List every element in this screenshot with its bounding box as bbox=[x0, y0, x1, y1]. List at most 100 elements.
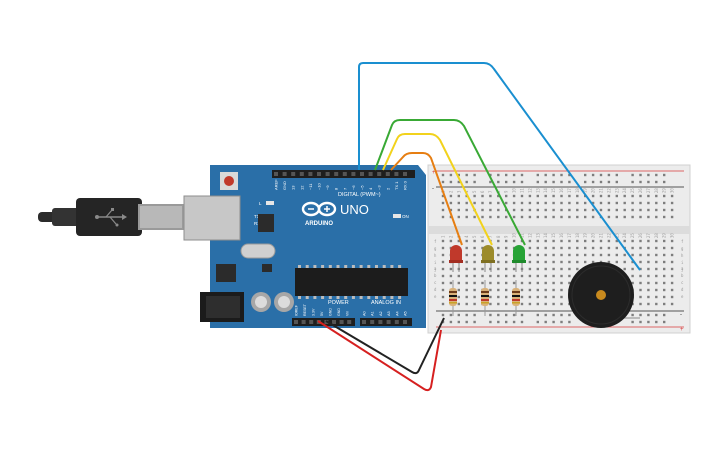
breadboard-hole[interactable] bbox=[441, 274, 445, 278]
breadboard-hole[interactable] bbox=[655, 194, 658, 198]
breadboard-hole[interactable] bbox=[647, 281, 650, 285]
breadboard-hole[interactable] bbox=[465, 253, 468, 257]
breadboard-hole[interactable] bbox=[655, 267, 658, 271]
breadboard-hole[interactable] bbox=[599, 239, 603, 243]
breadboard-hole[interactable] bbox=[544, 267, 547, 271]
breadboard-hole[interactable] bbox=[489, 215, 492, 219]
breadboard-hole[interactable] bbox=[560, 281, 563, 285]
breadboard-hole[interactable] bbox=[489, 295, 492, 299]
breadboard-hole[interactable] bbox=[670, 274, 674, 278]
rail-hole[interactable] bbox=[544, 313, 547, 317]
breadboard-hole[interactable] bbox=[670, 267, 674, 271]
breadboard-hole[interactable] bbox=[457, 194, 460, 198]
breadboard-hole[interactable] bbox=[615, 246, 618, 250]
breadboard-hole[interactable] bbox=[473, 288, 476, 292]
breadboard-hole[interactable] bbox=[489, 274, 492, 278]
breadboard-hole[interactable] bbox=[552, 267, 555, 271]
rail-hole[interactable] bbox=[663, 320, 666, 324]
rail-hole[interactable] bbox=[655, 320, 658, 324]
breadboard-hole[interactable] bbox=[441, 239, 445, 243]
breadboard-hole[interactable] bbox=[663, 295, 666, 299]
rail-hole[interactable] bbox=[663, 173, 666, 177]
breadboard-hole[interactable] bbox=[473, 260, 476, 264]
rail-hole[interactable] bbox=[568, 313, 571, 317]
breadboard-hole[interactable] bbox=[560, 302, 563, 306]
rail-hole[interactable] bbox=[584, 173, 587, 177]
breadboard-hole[interactable] bbox=[449, 194, 453, 198]
breadboard-hole[interactable] bbox=[670, 288, 674, 292]
breadboard-hole[interactable] bbox=[457, 274, 460, 278]
power-pin-hole[interactable] bbox=[301, 320, 306, 324]
breadboard-hole[interactable] bbox=[670, 295, 674, 299]
breadboard-hole[interactable] bbox=[489, 281, 492, 285]
rail-hole[interactable] bbox=[544, 320, 547, 324]
rail-hole[interactable] bbox=[544, 180, 547, 184]
breadboard-hole[interactable] bbox=[441, 194, 445, 198]
breadboard-hole[interactable] bbox=[560, 295, 563, 299]
breadboard-hole[interactable] bbox=[505, 267, 508, 271]
breadboard-hole[interactable] bbox=[544, 194, 547, 198]
rail-hole[interactable] bbox=[647, 180, 650, 184]
breadboard-hole[interactable] bbox=[560, 253, 563, 257]
breadboard-hole[interactable] bbox=[552, 246, 555, 250]
breadboard-hole[interactable] bbox=[670, 208, 674, 212]
breadboard-hole[interactable] bbox=[552, 260, 555, 264]
breadboard-hole[interactable] bbox=[552, 215, 555, 219]
breadboard-hole[interactable] bbox=[505, 215, 508, 219]
breadboard-hole[interactable] bbox=[528, 260, 532, 264]
breadboard-hole[interactable] bbox=[639, 194, 642, 198]
rail-hole[interactable] bbox=[639, 180, 642, 184]
breadboard-hole[interactable] bbox=[457, 239, 460, 243]
rail-hole[interactable] bbox=[465, 180, 468, 184]
breadboard-hole[interactable] bbox=[655, 295, 658, 299]
digital-pin-hole[interactable] bbox=[385, 172, 390, 176]
breadboard-hole[interactable] bbox=[528, 288, 532, 292]
breadboard-hole[interactable] bbox=[512, 274, 516, 278]
power-pin-hole[interactable] bbox=[347, 320, 352, 324]
breadboard-hole[interactable] bbox=[576, 194, 579, 198]
digital-pin-hole[interactable] bbox=[334, 172, 339, 176]
breadboard-hole[interactable] bbox=[449, 201, 453, 205]
breadboard-hole[interactable] bbox=[520, 208, 524, 212]
breadboard-hole[interactable] bbox=[536, 288, 539, 292]
breadboard-hole[interactable] bbox=[473, 281, 476, 285]
power-pin-hole[interactable] bbox=[294, 320, 298, 324]
breadboard-hole[interactable] bbox=[465, 246, 468, 250]
breadboard-hole[interactable] bbox=[481, 194, 484, 198]
breadboard-hole[interactable] bbox=[544, 215, 547, 219]
rail-hole[interactable] bbox=[489, 173, 492, 177]
breadboard-hole[interactable] bbox=[670, 281, 674, 285]
breadboard-hole[interactable] bbox=[497, 253, 500, 257]
breadboard-hole[interactable] bbox=[607, 215, 611, 219]
breadboard-hole[interactable] bbox=[544, 246, 547, 250]
breadboard-hole[interactable] bbox=[497, 194, 500, 198]
breadboard-hole[interactable] bbox=[607, 260, 611, 264]
breadboard-hole[interactable] bbox=[552, 208, 555, 212]
breadboard-hole[interactable] bbox=[473, 239, 476, 243]
rail-hole[interactable] bbox=[489, 180, 492, 184]
rail-hole[interactable] bbox=[497, 180, 500, 184]
breadboard-hole[interactable] bbox=[591, 208, 595, 212]
breadboard-hole[interactable] bbox=[536, 302, 539, 306]
power-pin-hole[interactable] bbox=[332, 320, 336, 324]
rail-hole[interactable] bbox=[520, 320, 524, 324]
breadboard-hole[interactable] bbox=[536, 260, 539, 264]
rail-hole[interactable] bbox=[647, 173, 650, 177]
breadboard-hole[interactable] bbox=[528, 239, 532, 243]
breadboard-hole[interactable] bbox=[528, 253, 532, 257]
breadboard-hole[interactable] bbox=[670, 302, 674, 306]
breadboard-hole[interactable] bbox=[631, 274, 634, 278]
breadboard-hole[interactable] bbox=[655, 274, 658, 278]
resistor-3[interactable] bbox=[512, 280, 520, 316]
breadboard-hole[interactable] bbox=[599, 208, 603, 212]
breadboard-hole[interactable] bbox=[639, 260, 642, 264]
breadboard-hole[interactable] bbox=[607, 253, 611, 257]
breadboard-hole[interactable] bbox=[505, 246, 508, 250]
breadboard-hole[interactable] bbox=[663, 267, 666, 271]
breadboard-hole[interactable] bbox=[552, 295, 555, 299]
breadboard-hole[interactable] bbox=[552, 302, 555, 306]
breadboard-hole[interactable] bbox=[655, 239, 658, 243]
digital-pin-hole[interactable] bbox=[282, 172, 287, 176]
breadboard-hole[interactable] bbox=[473, 274, 476, 278]
breadboard-hole[interactable] bbox=[623, 194, 626, 198]
